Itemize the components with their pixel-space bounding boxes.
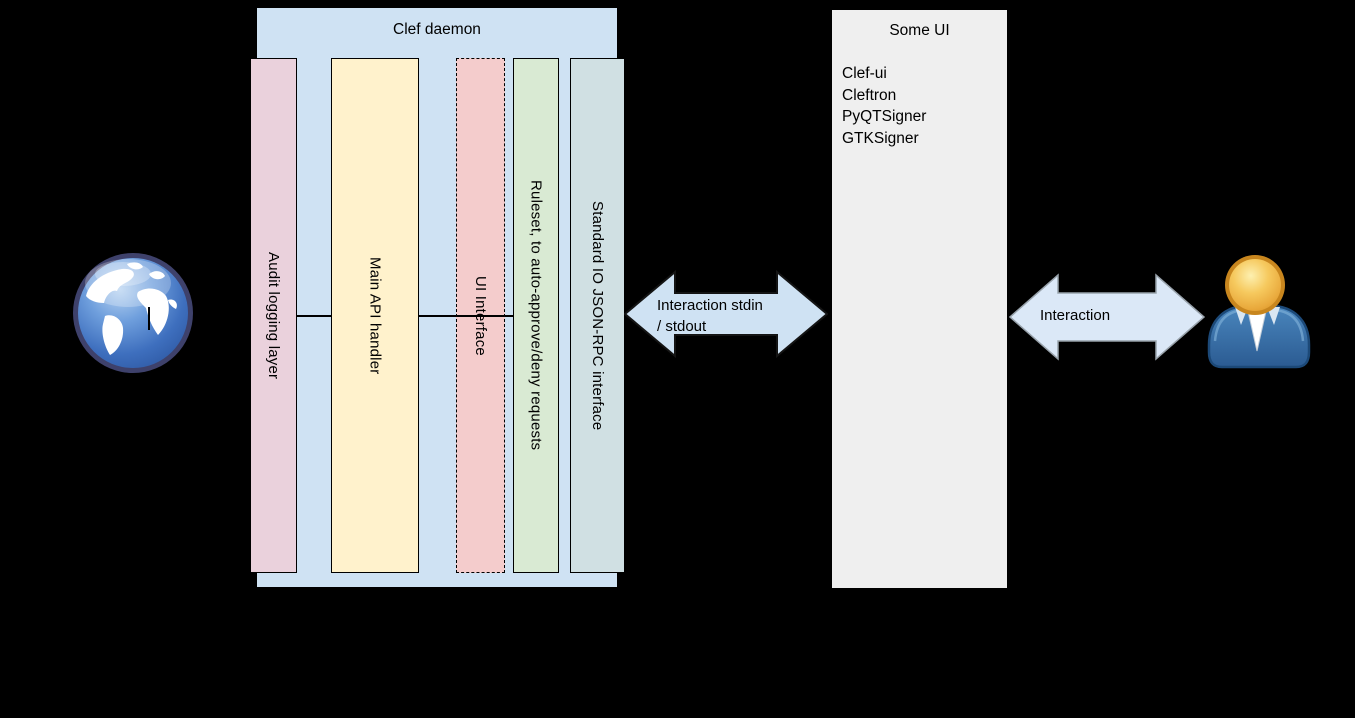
some-ui-title: Some UI — [889, 22, 950, 39]
some-ui-box — [832, 10, 1007, 588]
some-ui-item: Clef-ui — [842, 65, 887, 82]
layer-main-api-handler: Main API handler — [331, 58, 419, 573]
clef-daemon-container — [257, 8, 617, 587]
layer-label: Audit logging layer — [265, 251, 282, 380]
layer-label: Ruleset, to auto-approve/deny requests — [527, 180, 545, 451]
layer-label: Standard IO JSON-RPC interface — [589, 200, 606, 431]
globe-icon — [73, 253, 193, 373]
layer-ruleset: Ruleset, to auto-approve/deny requests — [513, 58, 559, 573]
connector-line-audit-api — [297, 315, 331, 317]
some-ui-item: GTKSigner — [842, 129, 919, 147]
some-ui-item: Cleftron — [842, 86, 897, 104]
clef-daemon-title: Clef daemon — [393, 21, 481, 38]
stdin-stdout-arrow — [624, 270, 828, 358]
stdin-stdout-arrow-label: Interaction stdin / stdout — [657, 295, 763, 337]
connector-line-api-ruleset — [419, 315, 514, 317]
layer-audit-logging: Audit logging layer — [250, 58, 297, 573]
layer-stdio-jsonrpc: Standard IO JSON-RPC interface — [570, 58, 625, 573]
arrow-label-line2: / stdout — [657, 318, 707, 335]
person-icon — [1207, 255, 1311, 369]
interaction-arrow — [1009, 273, 1205, 361]
globe-connector-tick — [148, 307, 150, 330]
layer-label: Main API handler — [366, 256, 384, 375]
some-ui-list: Clef-ui Cleftron PyQTSigner GTKSigner — [842, 63, 926, 149]
interaction-arrow-label: Interaction — [1040, 307, 1111, 324]
arrow-label-line1: Interaction stdin — [657, 297, 763, 314]
some-ui-item: PyQTSigner — [842, 108, 927, 125]
